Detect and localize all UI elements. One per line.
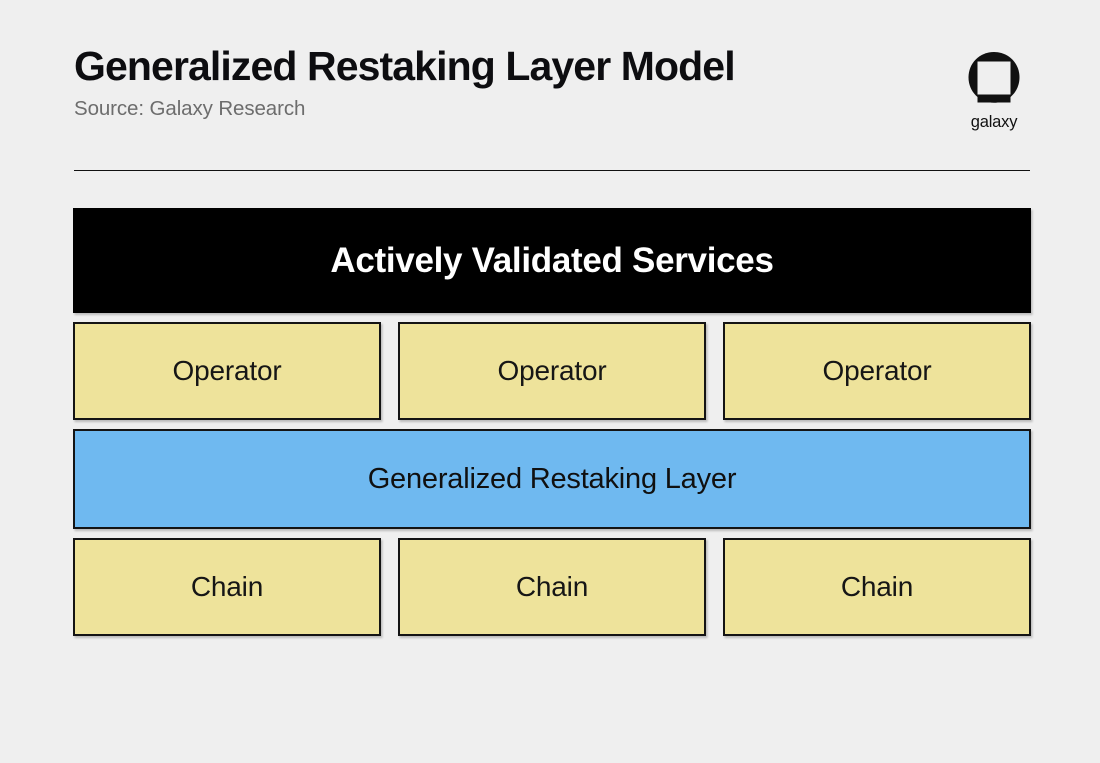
node-operator-1: Operator — [73, 322, 381, 420]
restaking-layer-diagram: Actively Validated Services Operator Ope… — [73, 208, 1031, 636]
node-chain-2: Chain — [398, 538, 706, 636]
page-title: Generalized Restaking Layer Model — [74, 43, 736, 89]
header-text-block: Generalized Restaking Layer Model Source… — [74, 44, 904, 122]
diagram-row-avs: Actively Validated Services — [73, 208, 1031, 313]
diagram-row-operators: Operator Operator Operator — [73, 322, 1031, 420]
header: Generalized Restaking Layer Model Source… — [74, 44, 1030, 172]
node-operator-2: Operator — [398, 322, 706, 420]
diagram-row-restaking-layer: Generalized Restaking Layer — [73, 429, 1031, 529]
node-operator-3: Operator — [723, 322, 1031, 420]
node-chain-1: Chain — [73, 538, 381, 636]
source-subtitle: Source: Galaxy Research — [74, 97, 306, 121]
header-divider — [74, 170, 1030, 171]
brand-wordmark: galaxy — [970, 113, 1018, 131]
brand-logo: galaxy — [958, 50, 1030, 146]
node-actively-validated-services: Actively Validated Services — [73, 208, 1031, 313]
node-generalized-restaking-layer: Generalized Restaking Layer — [73, 429, 1031, 529]
diagram-row-chains: Chain Chain Chain — [73, 538, 1031, 636]
node-chain-3: Chain — [723, 538, 1031, 636]
galaxy-logo-icon — [968, 52, 1020, 103]
